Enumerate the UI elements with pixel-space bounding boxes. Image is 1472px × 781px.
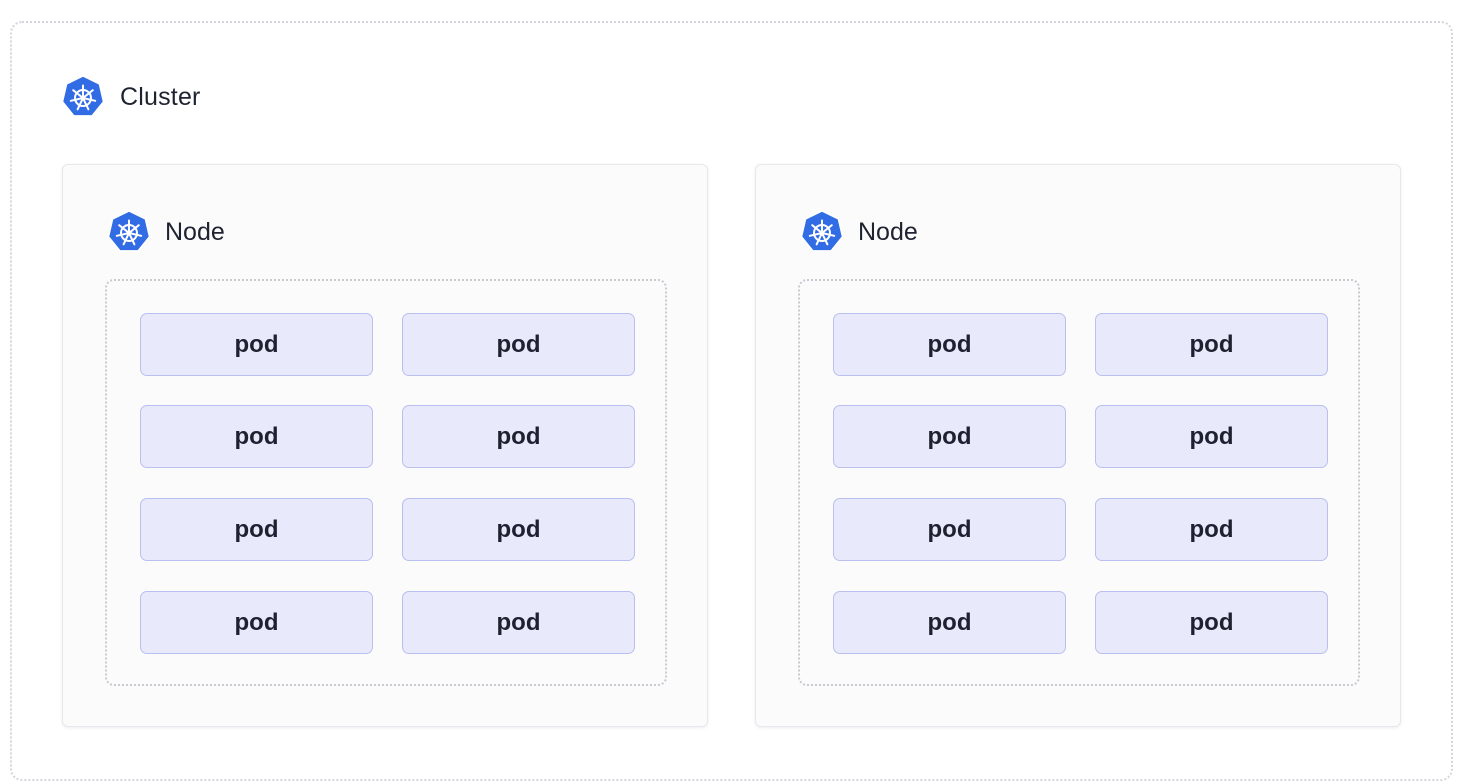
kubernetes-icon	[799, 209, 845, 255]
node-header: Node	[799, 209, 918, 255]
pod-box: pod	[140, 405, 373, 468]
cluster-title: Cluster	[120, 82, 201, 111]
kubernetes-icon	[106, 209, 152, 255]
pod-box: pod	[140, 313, 373, 376]
pod-box: pod	[402, 591, 635, 654]
pod-box: pod	[1095, 313, 1328, 376]
pod-box: pod	[1095, 498, 1328, 561]
pod-group: pod pod pod pod pod pod pod pod	[105, 279, 667, 686]
pod-box: pod	[402, 498, 635, 561]
node-title: Node	[858, 217, 918, 246]
node-title: Node	[165, 217, 225, 246]
pod-box: pod	[1095, 405, 1328, 468]
pod-box: pod	[833, 405, 1066, 468]
pod-box: pod	[1095, 591, 1328, 654]
pod-box: pod	[833, 313, 1066, 376]
node-card: Node pod pod pod pod pod pod pod pod	[755, 164, 1401, 727]
cluster-header: Cluster	[60, 74, 201, 120]
pod-box: pod	[140, 498, 373, 561]
pod-group: pod pod pod pod pod pod pod pod	[798, 279, 1360, 686]
kubernetes-icon	[60, 74, 106, 120]
pod-box: pod	[402, 405, 635, 468]
pod-box: pod	[833, 591, 1066, 654]
node-card: Node pod pod pod pod pod pod pod pod	[62, 164, 708, 727]
pod-box: pod	[833, 498, 1066, 561]
node-header: Node	[106, 209, 225, 255]
pod-box: pod	[402, 313, 635, 376]
pod-box: pod	[140, 591, 373, 654]
